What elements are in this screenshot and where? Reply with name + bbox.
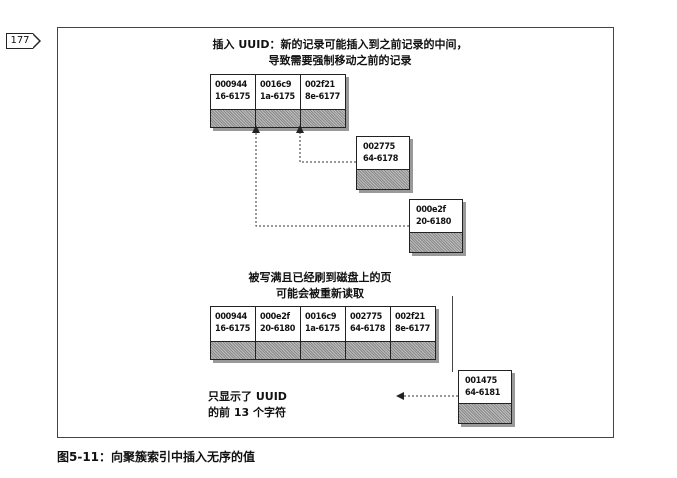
page-badge-arrow-icon [32, 33, 41, 49]
figure-title: 图5-11：向聚簇索引中插入无序的值 [57, 450, 256, 464]
page-number-badge: 177 [6, 33, 33, 49]
page-boundary-line [452, 296, 453, 372]
caption-uuid-insert: 插入 UUID：新的记录可能插入到之前记录的中间， 导致需要强制移动之前的记录 [212, 38, 468, 67]
caption-page-reread: 被写满且已经刷到磁盘上的页 可能会被重新读取 [248, 271, 392, 300]
figure-frame [57, 27, 614, 438]
arrow-record-a [296, 125, 356, 163]
arrow-record-b [252, 125, 409, 227]
caption-uuid-truncated: 只显示了 UUID 的前 13 个字符 [208, 390, 287, 419]
